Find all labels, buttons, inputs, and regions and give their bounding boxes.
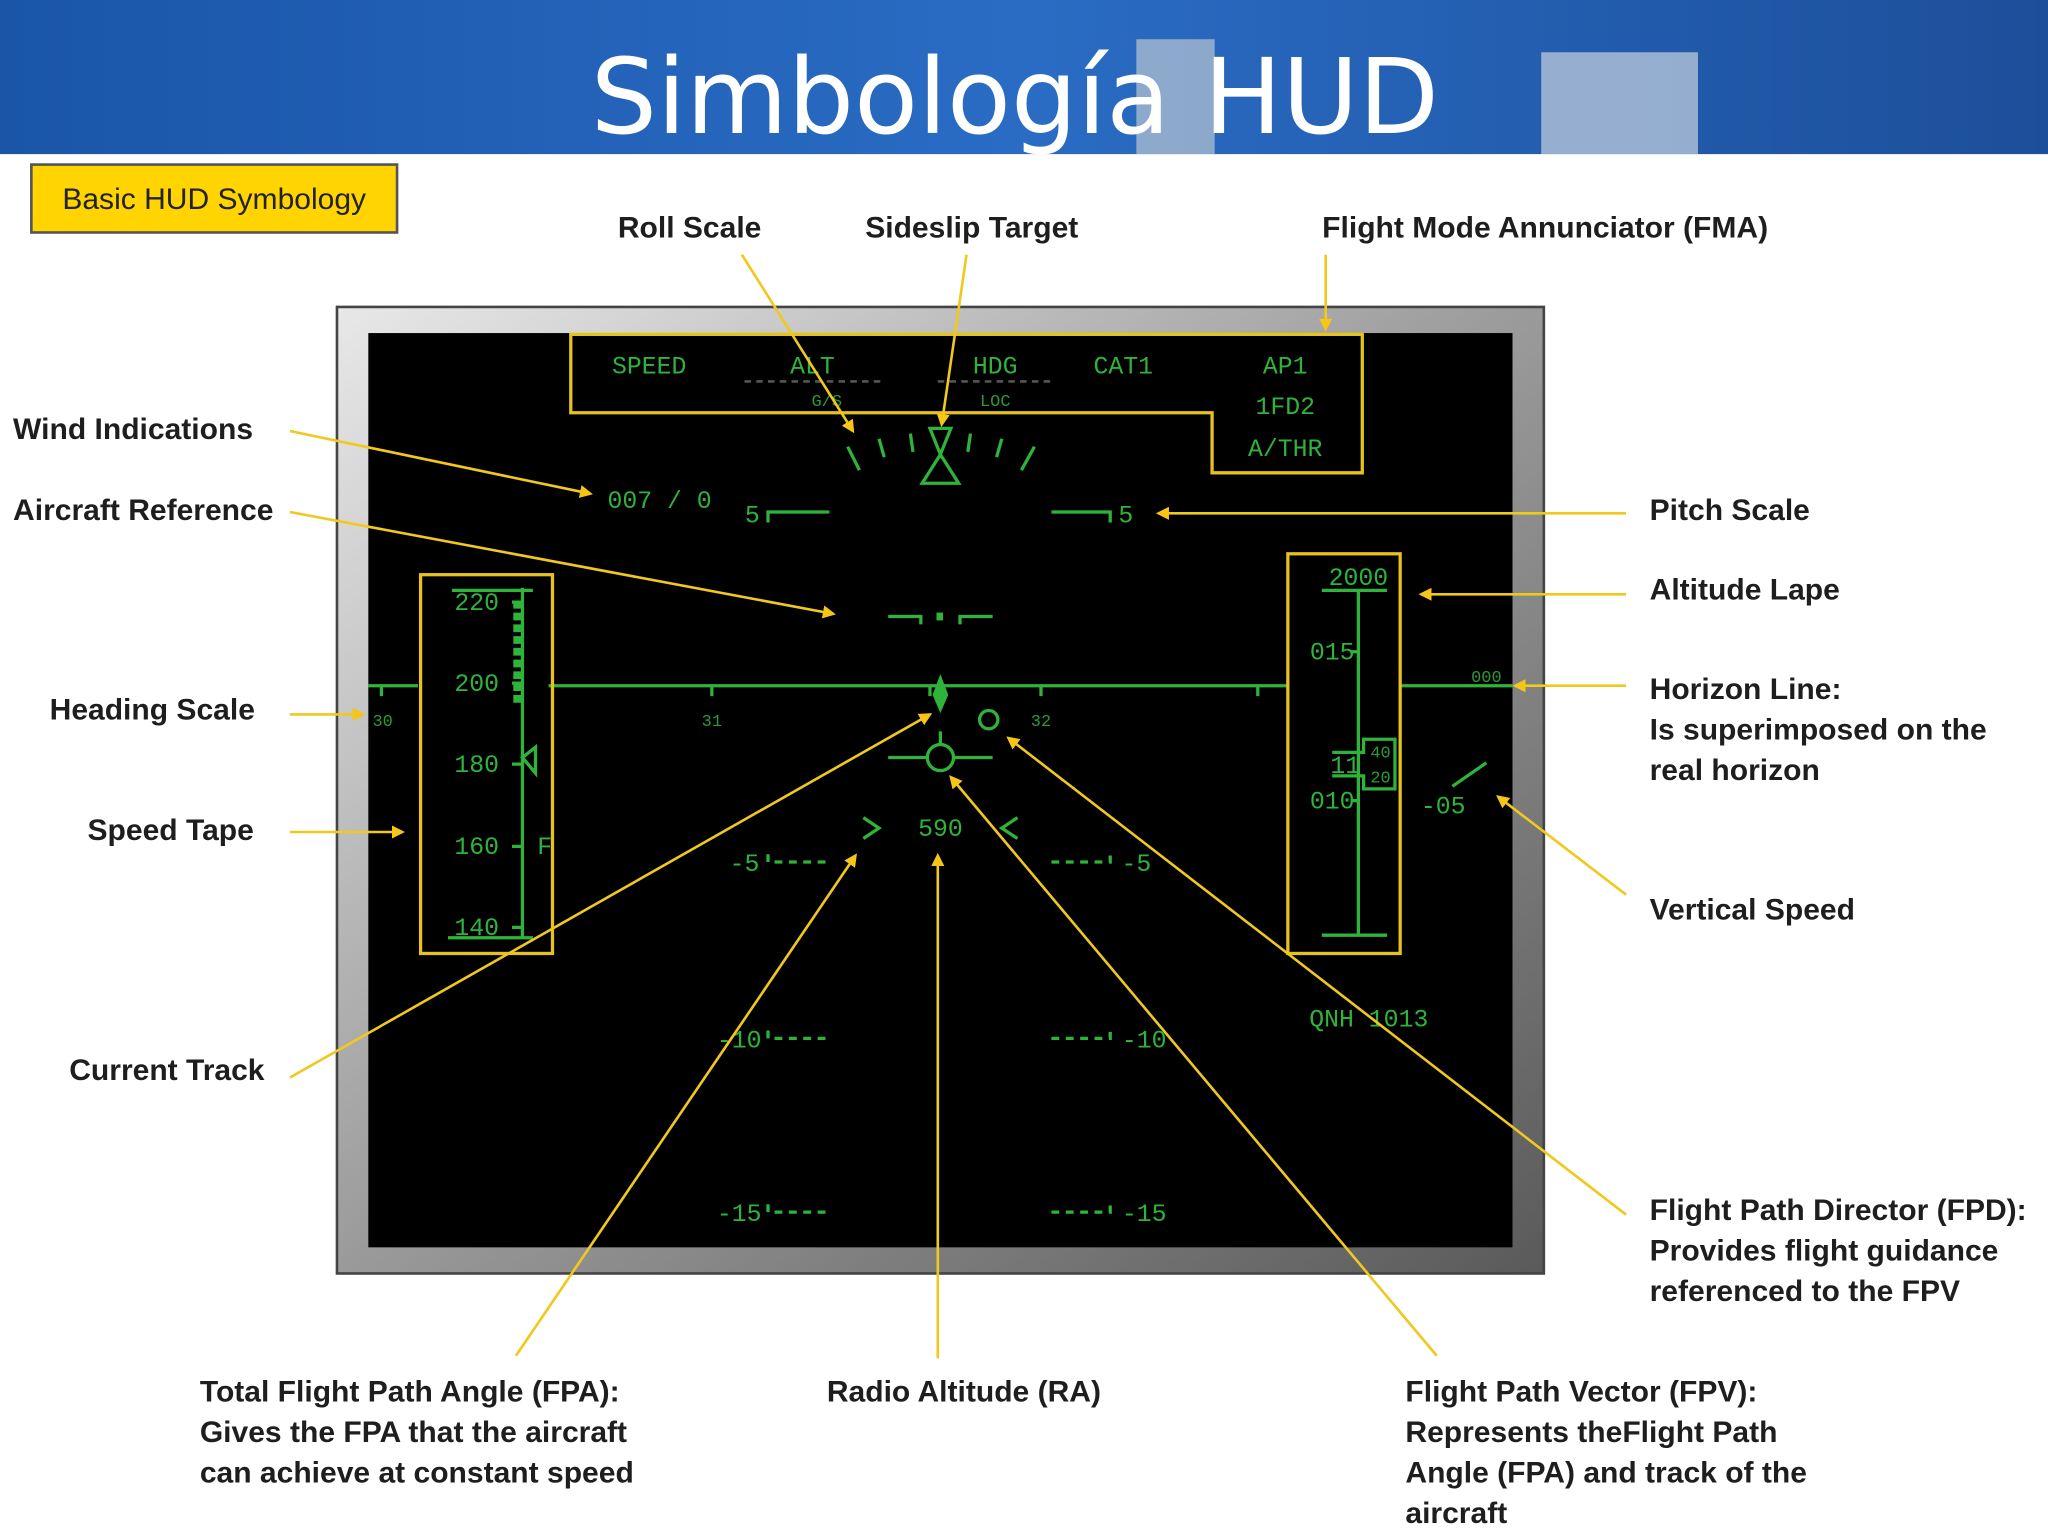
fma-loc: LOC xyxy=(980,393,1011,412)
wind-indication: 007 / 0 xyxy=(608,488,712,516)
callout-roll-scale: Roll Scale xyxy=(618,212,762,245)
fma-cat: CAT1 xyxy=(1093,354,1153,382)
fpa-chevrons xyxy=(862,816,1019,840)
callout-heading-scale: Heading Scale xyxy=(50,694,255,727)
aircraft-reference-dot xyxy=(936,612,944,621)
pitch-line-minus15 xyxy=(766,1204,1112,1214)
altitude-current-tens-hi: 40 xyxy=(1370,745,1390,764)
callout-pitch-scale: Pitch Scale xyxy=(1650,494,1810,527)
pitch-line-minus5 xyxy=(766,854,1112,864)
speed-label-160: 160 xyxy=(454,834,499,862)
qnh-setting: QNH 1013 xyxy=(1309,1007,1428,1035)
pitch-label-5-left: 5 xyxy=(745,502,760,530)
heading-label-30: 30 xyxy=(373,713,393,732)
fma-hdg: HDG xyxy=(973,354,1018,382)
header-band xyxy=(0,0,2048,155)
flight-path-vector xyxy=(888,731,993,773)
callout-arrows xyxy=(289,253,1627,1359)
radio-altitude: 590 xyxy=(918,816,963,844)
badge-box xyxy=(30,163,399,234)
pitch-label-minus5-left: -5 xyxy=(730,851,760,879)
current-track-diamond xyxy=(932,673,949,714)
flight-path-director xyxy=(977,708,1000,731)
altitude-current-hundreds: 11 xyxy=(1330,753,1360,781)
pitch-label-5-right: 5 xyxy=(1118,502,1133,530)
speed-label-140: 140 xyxy=(454,915,499,943)
fma-box xyxy=(569,332,1364,475)
callout-ra: Radio Altitude (RA) xyxy=(827,1375,1101,1408)
fma-ap: AP1 xyxy=(1263,354,1308,382)
callout-fma: Flight Mode Annunciator (FMA) xyxy=(1322,212,1768,245)
vertical-speed-label: -05 xyxy=(1421,794,1466,822)
horizon-heading-label: 000 xyxy=(1471,669,1502,688)
slide-title: Simbología HUD xyxy=(591,36,1439,158)
callout-altitude: Altitude Lape xyxy=(1650,574,1840,607)
pitch-label-minus10-right: -10 xyxy=(1122,1028,1167,1056)
callout-fpd: Flight Path Director (FPD): Provides fli… xyxy=(1650,1194,2035,1308)
altitude-label-2000: 2000 xyxy=(1329,565,1389,593)
callout-vertical-speed: Vertical Speed xyxy=(1650,894,1855,927)
speed-label-200: 200 xyxy=(454,671,499,699)
speed-bug xyxy=(520,743,538,778)
aircraft-reference xyxy=(888,614,993,625)
fma-fd: 1FD2 xyxy=(1255,394,1315,422)
sideslip-target xyxy=(919,426,962,485)
callout-horizon: Horizon Line: Is superimposed on the rea… xyxy=(1650,673,1995,787)
heading-ticks xyxy=(379,685,1260,697)
altitude-label-010: 010 xyxy=(1310,788,1355,816)
pitch-line-minus10 xyxy=(766,1030,1112,1040)
heading-label-32: 32 xyxy=(1031,713,1051,732)
callout-wind: Wind Indications xyxy=(13,413,253,446)
speed-label-220: 220 xyxy=(454,590,499,618)
speed-label-180: 180 xyxy=(454,752,499,780)
fma-gs: G/S xyxy=(811,393,842,412)
callout-aircraft-reference: Aircraft Reference xyxy=(13,494,273,527)
header-cockpit-image xyxy=(1136,39,1698,155)
altitude-label-015: 015 xyxy=(1310,640,1355,668)
fma-speed: SPEED xyxy=(612,354,686,382)
vertical-speed-pointer xyxy=(1451,761,1488,788)
callout-speed-tape: Speed Tape xyxy=(88,814,254,847)
callout-fpv: Flight Path Vector (FPV): Represents the… xyxy=(1405,1375,1815,1529)
pitch-line-5 xyxy=(766,510,1112,523)
fma-athr: A/THR xyxy=(1248,436,1323,464)
roll-scale xyxy=(846,433,1036,471)
hud-screen xyxy=(368,333,1513,1248)
pitch-label-minus5-right: -5 xyxy=(1121,851,1151,879)
badge-label: Basic HUD Symbology xyxy=(62,183,366,216)
altitude-current-tens-lo: 20 xyxy=(1370,769,1390,788)
heading-label-31: 31 xyxy=(702,713,722,732)
pitch-label-minus15-right: -15 xyxy=(1122,1201,1167,1229)
callout-current-track: Current Track xyxy=(69,1054,265,1087)
speed-marker-f: F xyxy=(537,834,552,862)
callout-fpa: Total Flight Path Angle (FPA): Gives the… xyxy=(200,1375,636,1489)
callout-sideslip-target: Sideslip Target xyxy=(865,212,1078,245)
altitude-tape-box xyxy=(1286,552,1402,956)
altitude-tape-scale xyxy=(1321,588,1397,937)
speed-tape-box xyxy=(418,573,555,956)
pitch-label-minus15-left: -15 xyxy=(717,1201,762,1229)
